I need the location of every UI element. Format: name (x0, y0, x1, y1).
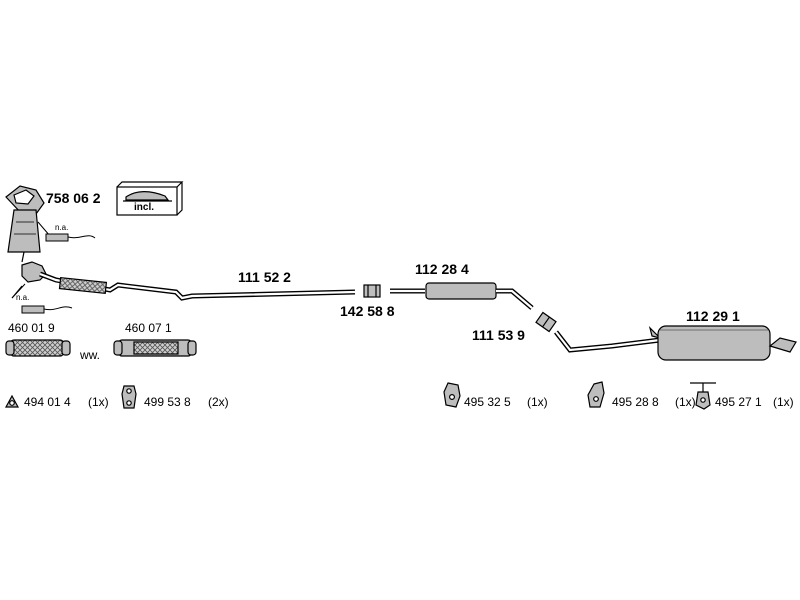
part-number-front-pipe: 111 52 2 (238, 269, 291, 285)
mount-qty: (2x) (208, 395, 229, 409)
intermediate-gasket (535, 311, 557, 333)
incl-box (116, 181, 184, 216)
mount-qty: (1x) (773, 395, 794, 409)
mount-icon-495271 (690, 382, 716, 410)
repair-pipe-a-drawing (5, 339, 71, 357)
ww-label: ww. (80, 348, 101, 362)
mount-qty: (1x) (88, 395, 109, 409)
rear-silencer-drawing (554, 325, 797, 361)
catalytic-converter-drawing (5, 185, 45, 263)
mount-icon-495325 (443, 382, 461, 408)
clamp-drawing (363, 284, 381, 298)
front-pipe-drawing (21, 261, 356, 301)
mount-icon-494014 (4, 394, 20, 408)
middle-silencer-drawing (390, 282, 534, 310)
mount-qty: (1x) (527, 395, 548, 409)
mount-number: 499 53 8 (144, 395, 191, 409)
part-number-repair-pipe-a: 460 01 9 (8, 321, 55, 335)
part-number-rear-silencer: 112 29 1 (686, 308, 740, 324)
mount-icon-499538 (121, 385, 137, 409)
repair-pipe-b-drawing (113, 339, 197, 357)
mount-number: 495 32 5 (464, 395, 511, 409)
mount-number: 495 28 8 (612, 395, 659, 409)
part-number-clamp: 142 58 8 (340, 303, 395, 319)
incl-label: incl. (134, 202, 155, 213)
na-label-lower: n.a. (16, 293, 30, 302)
mount-qty: (1x) (675, 395, 696, 409)
lambda-arrow (11, 285, 23, 299)
part-number-repair-pipe-b: 460 07 1 (125, 321, 172, 335)
part-number-middle-silencer: 112 28 4 (415, 261, 469, 277)
na-label-upper: n.a. (55, 223, 69, 232)
mount-number: 494 01 4 (24, 395, 71, 409)
part-number-gasket: 111 53 9 (472, 327, 525, 343)
part-number-catalyst: 758 06 2 (46, 190, 101, 206)
mount-icon-495288 (587, 381, 605, 408)
mount-number: 495 27 1 (715, 395, 762, 409)
lambda-sensor-upper (37, 221, 96, 242)
